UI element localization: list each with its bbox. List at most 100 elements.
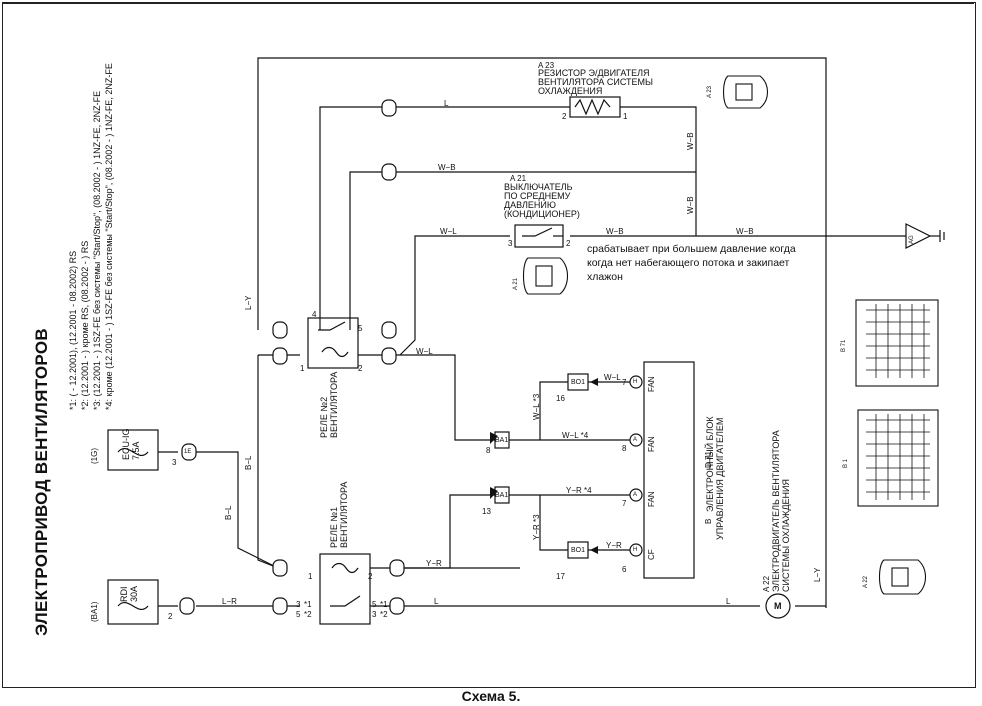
motor-id: A 22: [762, 575, 771, 592]
relay2-name-1: РЕЛЕ №2: [319, 396, 329, 438]
fuse-rdi-rating: 30A: [129, 585, 139, 602]
wire-label-bl-2: B−L: [224, 505, 233, 520]
wire-label-yr-3-star: Y−R *3: [532, 514, 541, 540]
wire-label-wl-1: W−L: [440, 227, 457, 236]
ecu-pin-3-num: 7: [622, 499, 627, 508]
wire-label-l-motor: L: [726, 597, 731, 606]
wire-label-lr: L−R: [222, 597, 237, 606]
relay1-pin-2: 2: [368, 572, 373, 581]
fuse-rdi-ref: (BA1): [90, 601, 99, 622]
motor-symbol: M: [774, 601, 782, 611]
ecu-pin-1-num: 7: [622, 378, 627, 387]
junction-17-num: 17: [556, 572, 565, 581]
fuse-ecu-ref: (1G): [90, 448, 99, 464]
conn-label-b1: В 1: [843, 458, 849, 468]
annotation-line-1: срабатывает при большем давление когда: [587, 243, 796, 255]
ecu-pin-3-letter: A: [633, 492, 638, 498]
switch-name-4: (КОНДИЦИОНЕР): [504, 209, 580, 219]
junction-13-code: BA1: [495, 492, 509, 499]
wire-label-wl-3: W−L: [604, 373, 621, 382]
relay2-pin-2: 2: [358, 364, 363, 373]
ecu-pin-3-label: FAN: [647, 491, 656, 507]
relay1-mark-2b: *2: [380, 610, 388, 619]
fuse-rdi-name: RDI: [119, 586, 129, 603]
junction-8-num: 8: [486, 446, 491, 455]
junction-16-code: BO1: [571, 379, 586, 386]
switch-name-1: ВЫКЛЮЧАТЕЛЬ: [504, 182, 573, 192]
switch-name-3: ДАВЛЕНИЮ: [504, 200, 556, 210]
annotation-line-3: хлажон: [587, 271, 623, 283]
relay2-pin-4: 4: [312, 310, 317, 319]
resistor-id: A 23: [538, 61, 555, 70]
page-top-rule: [2, 2, 974, 4]
relay1-pin-1: 1: [308, 572, 313, 581]
wire-label-l-top: L: [444, 99, 449, 108]
relay1-mark-1a: *1: [304, 600, 312, 609]
relay1-pin-5a: 5: [296, 610, 301, 619]
wire-label-ly-left: L−Y: [244, 295, 253, 310]
ecu-pin-2-num: 8: [622, 444, 627, 453]
ecu-pin-4-num: 6: [622, 565, 627, 574]
resistor-name-3: ОХЛАЖДЕНИЯ: [538, 86, 603, 96]
relay1-name-2: ВЕНТИЛЯТОРА: [339, 481, 349, 548]
relay1-name-1: РЕЛЕ №1: [329, 506, 339, 548]
ecu-pin-1-letter: H: [633, 379, 638, 385]
relay1-pin-3a: 3: [296, 600, 301, 609]
wire-label-wl-2: W−L: [416, 347, 433, 356]
relay2-pin-5: 5: [358, 324, 363, 333]
motor-name-2: СИСТЕМЫ ОХЛАЖДЕНИЯ: [781, 478, 791, 592]
relay1-mark-2a: *2: [304, 610, 312, 619]
relay1-mark-1b: *1: [380, 600, 388, 609]
resistor-pin-left: 2: [562, 112, 567, 121]
junction-8-code: BA1: [495, 437, 509, 444]
relay2-name-2: ВЕНТИЛЯТОРА: [329, 371, 339, 438]
fuse-ecu-name: ECU-IG: [121, 428, 131, 461]
ecu-name-2: УПРАВЛЕНИЯ ДВИГАТЕЛЕМ: [715, 417, 725, 540]
wire-label-wb-2: W−B: [606, 227, 624, 236]
resistor-name-1: РЕЗИСТОР Э/ДВИГАТЕЛЯ: [538, 68, 650, 78]
wire-label-wl-4: W−L *4: [562, 431, 589, 440]
switch-pin-right: 2: [566, 239, 571, 248]
wire-label-wb-3: W−B: [736, 227, 754, 236]
relay1-pin-5b: 5: [372, 600, 377, 609]
junction-13-num: 13: [482, 507, 491, 516]
ground-label: AG: [909, 235, 915, 244]
ecu-block: В: [704, 518, 713, 524]
wire-label-yr-4: Y−R *4: [566, 486, 592, 495]
motor-name-1: ЭЛЕКТРОДВИГАТЕЛЬ ВЕНТИЛЯТОРА: [771, 430, 781, 592]
ecu-pin-1-label: FAN: [647, 376, 656, 392]
switch-pin-left: 3: [508, 239, 513, 248]
relay1-pin-3b: 3: [372, 610, 377, 619]
wire-ly-outer: [257, 57, 827, 608]
junction-16-num: 16: [556, 394, 565, 403]
wire-label-wb-vert-1: W−B: [686, 132, 695, 150]
wire-label-yr-1: Y−R: [606, 541, 622, 550]
wire-label-wb-vert-2: W−B: [686, 196, 695, 214]
fuse-ecu-pin: 3: [172, 458, 177, 467]
ecu-pin-2-letter: A: [633, 437, 638, 443]
fuse-ecu-rating: 7.5A: [131, 441, 141, 460]
conn-label-a22: A 22: [863, 575, 869, 588]
figure-caption: Схема 5.: [461, 688, 521, 704]
wire-label-bl-1: B−L: [244, 455, 253, 470]
switch-name-2: ПО СРЕДНЕМУ: [504, 191, 571, 201]
annotation-line-2: когда нет набегающего потока и закипает: [587, 257, 790, 269]
fuse-ecu-conn: 1E: [184, 449, 192, 455]
ecu-pin-4-letter: H: [633, 547, 638, 553]
ecu-connector: D 71: [704, 451, 713, 468]
junction-17-code: BO1: [571, 547, 586, 554]
relay2-pin-1: 1: [300, 364, 305, 373]
ecu-pin-2-label: FAN: [647, 436, 656, 452]
conn-label-a23: A 23: [707, 85, 713, 98]
conn-label-a21: A 21: [513, 277, 519, 290]
wire-label-l-bottom: L: [434, 597, 439, 606]
ecu-pin-4-label: CF: [647, 549, 656, 560]
resistor-pin-right: 1: [623, 112, 628, 121]
wire-label-wb-1: W−B: [438, 163, 456, 172]
switch-id: A 21: [510, 174, 527, 183]
wire-label-wl-3-star: W−L *3: [532, 393, 541, 420]
wire-label-yr-2: Y−R: [426, 559, 442, 568]
wire-label-ly-right: L−Y: [813, 567, 822, 582]
